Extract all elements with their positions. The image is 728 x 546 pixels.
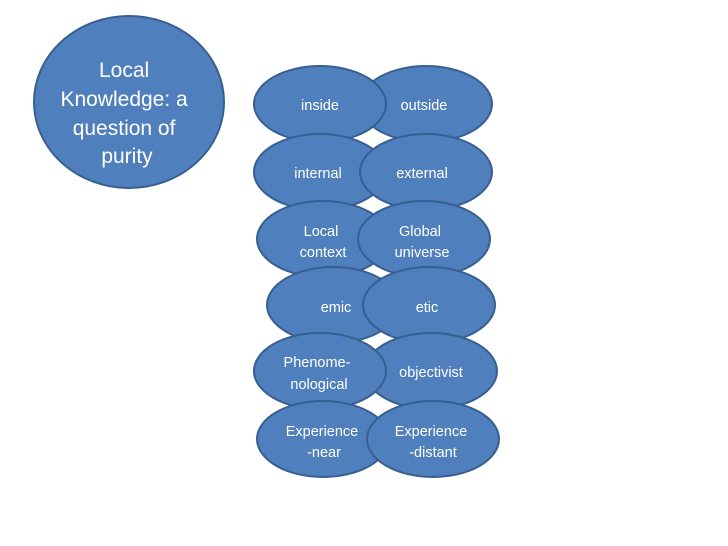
label-line: context bbox=[300, 245, 347, 261]
title-oval bbox=[33, 15, 225, 189]
label-line: emic bbox=[321, 300, 352, 316]
label-line: nological bbox=[290, 377, 347, 393]
pair-internal-external: internal external bbox=[253, 133, 493, 211]
label-line: Global bbox=[399, 224, 441, 240]
external-label: external bbox=[396, 166, 448, 182]
title-text: Local Knowledge: a question of purity bbox=[60, 59, 193, 168]
outside-label: outside bbox=[401, 98, 448, 114]
title-line: Knowledge: a bbox=[60, 88, 188, 111]
experience-near-label: Experience -near bbox=[286, 424, 363, 461]
title-node: Local Knowledge: a question of purity bbox=[33, 15, 225, 189]
pair-phenomenological-objectivist: objectivist Phenome- nological bbox=[253, 332, 498, 410]
label-line: external bbox=[396, 166, 448, 182]
experience-distant-oval bbox=[366, 400, 500, 478]
title-line: question of bbox=[73, 117, 176, 140]
pair-experience: Experience -near Experience -distant bbox=[256, 400, 500, 478]
label-line: -distant bbox=[409, 445, 457, 461]
internal-label: internal bbox=[294, 166, 342, 182]
inside-label: inside bbox=[301, 98, 339, 114]
local-context-label: Local context bbox=[300, 224, 347, 261]
label-line: outside bbox=[401, 98, 448, 114]
label-line: -near bbox=[307, 445, 341, 461]
label-line: objectivist bbox=[399, 365, 463, 381]
phenomenological-label: Phenome- nological bbox=[284, 355, 355, 393]
label-line: Local bbox=[304, 224, 339, 240]
title-line: purity bbox=[101, 145, 153, 168]
experience-distant-label: Experience -distant bbox=[395, 424, 472, 461]
label-line: etic bbox=[416, 300, 439, 316]
label-line: inside bbox=[301, 98, 339, 114]
emic-label: emic bbox=[321, 300, 352, 316]
etic-label: etic bbox=[416, 300, 439, 316]
global-universe-label: Global universe bbox=[395, 224, 450, 261]
pair-local-global: Local context Global universe bbox=[256, 200, 491, 278]
pair-emic-etic: emic etic bbox=[266, 266, 496, 344]
title-line: Local bbox=[99, 59, 149, 82]
label-line: internal bbox=[294, 166, 342, 182]
label-line: Experience bbox=[286, 424, 359, 440]
pair-inside-outside: outside inside bbox=[253, 65, 493, 143]
objectivist-label: objectivist bbox=[399, 365, 463, 381]
label-line: universe bbox=[395, 245, 450, 261]
label-line: Phenome- bbox=[284, 355, 351, 371]
phenomenological-oval bbox=[253, 332, 387, 410]
label-line: Experience bbox=[395, 424, 468, 440]
